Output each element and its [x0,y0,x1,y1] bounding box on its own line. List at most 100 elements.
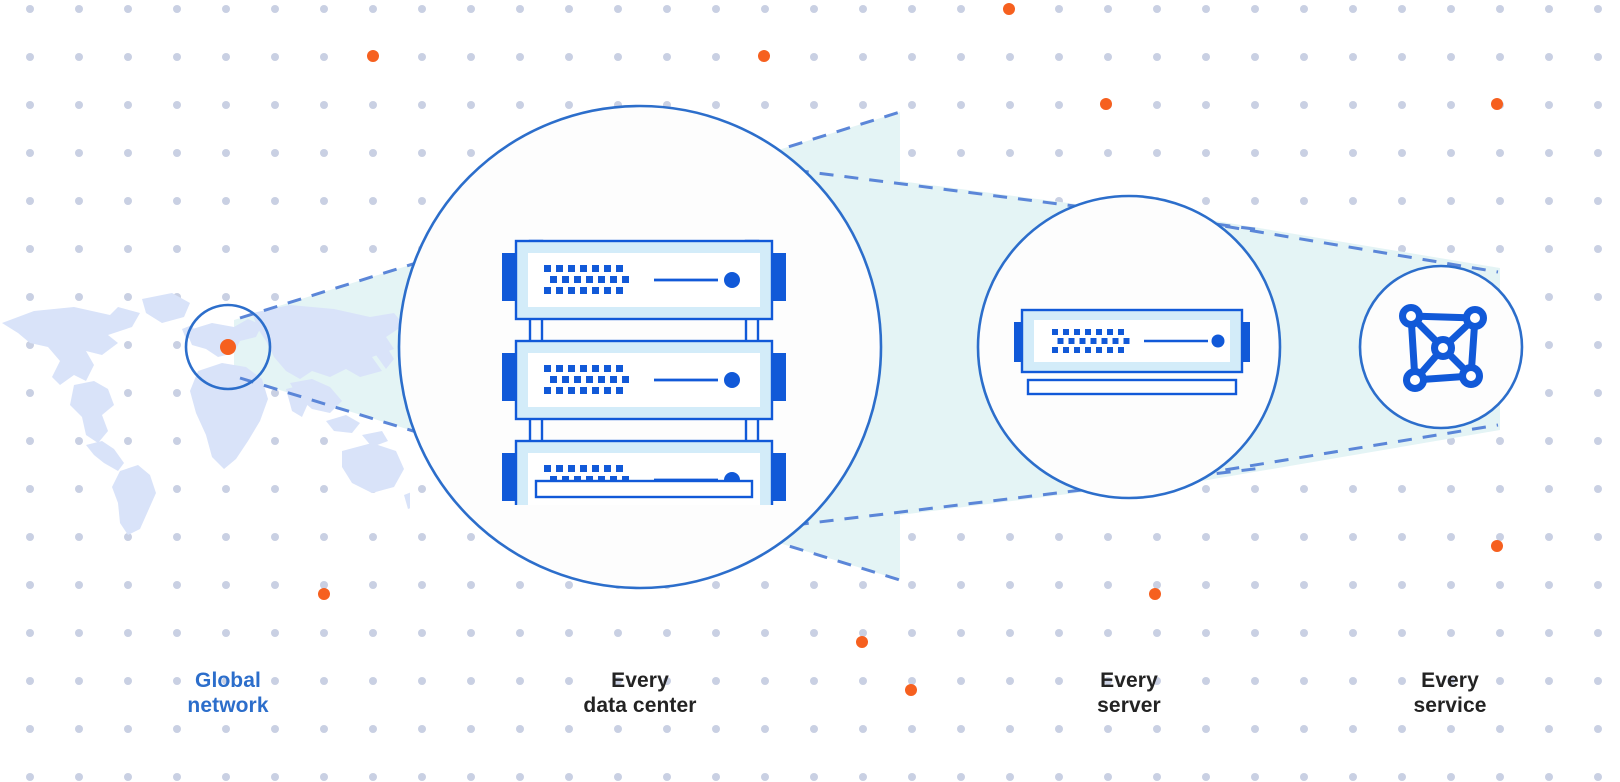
grid-dot [663,677,671,685]
grid-dot [1104,773,1112,781]
grid-dot [908,101,916,109]
grid-dot [1545,677,1553,685]
vent-dot [1057,338,1064,344]
vent-dot [544,287,551,294]
grid-dot [908,629,916,637]
grid-dot [75,53,83,61]
network-node-center [1431,336,1455,360]
vent-dot [1074,347,1080,353]
vent-dot [568,387,575,394]
grid-dot [957,773,965,781]
grid-dot [418,149,426,157]
grid-dot [663,5,671,13]
grid-dot [810,677,818,685]
grid-dot [369,197,377,205]
grid-dot [1153,533,1161,541]
grid-dot [320,629,328,637]
grid-dot [124,293,132,301]
vent-dot [604,365,611,372]
grid-dot [222,149,230,157]
grid-dot [957,725,965,733]
grid-dot [271,245,279,253]
grid-dot [565,677,573,685]
grid-dot [173,5,181,13]
grid-dot [271,149,279,157]
grid-dot [565,581,573,589]
grid-dot [859,581,867,589]
grid-dot [565,773,573,781]
grid-dot [1447,629,1455,637]
grid-dot [1594,725,1602,733]
grid-dot [761,677,769,685]
grid-dot [26,437,34,445]
grid-dot [810,101,818,109]
grid-dot [173,725,181,733]
vent-dot [1096,329,1102,335]
grid-dot [516,773,524,781]
grid-dot [467,53,475,61]
grid-dot [271,725,279,733]
grid-dot [271,629,279,637]
grid-dot [1496,485,1504,493]
grid-dot [1104,533,1112,541]
grid-dot [614,629,622,637]
vent-dot [592,387,599,394]
grid-dot [124,341,132,349]
vent-dot [580,465,587,472]
vent-dot [598,276,605,283]
grid-dot [26,149,34,157]
grid-dot [26,101,34,109]
grid-dot [222,677,230,685]
grid-dot [1006,677,1014,685]
grid-dot [1545,101,1553,109]
grid-dot [1202,149,1210,157]
grid-dot [1202,53,1210,61]
grid-dot [1251,773,1259,781]
grid-dot [1202,677,1210,685]
grid-dot [1594,293,1602,301]
grid-dot [1202,725,1210,733]
grid-dot [271,437,279,445]
vent-dot [568,287,575,294]
vent-dot [592,265,599,272]
grid-dot [75,725,83,733]
grid-dot [1349,101,1357,109]
vent-dot [592,287,599,294]
grid-dot [1055,53,1063,61]
rack-base-plate [534,479,754,499]
grid-dot [663,53,671,61]
grid-dot [222,5,230,13]
grid-dot [320,773,328,781]
grid-dot [467,677,475,685]
grid-dot [26,677,34,685]
grid-dot [614,773,622,781]
grid-dot [467,773,475,781]
grid-dot [1300,149,1308,157]
grid-dot [1300,677,1308,685]
grid-dot [1398,5,1406,13]
grid-dot [957,149,965,157]
grid-dot [26,389,34,397]
grid-dot [810,725,818,733]
vent-dot [604,465,611,472]
grid-dot [1349,5,1357,13]
grid-dot [26,581,34,589]
grid-dot [75,197,83,205]
vent-dot [580,365,587,372]
grid-dot [1104,5,1112,13]
grid-dot [1398,581,1406,589]
grid-dot [565,53,573,61]
grid-dot [1447,533,1455,541]
grid-dot [26,773,34,781]
grid-dot [712,101,720,109]
grid-dot [1545,389,1553,397]
vent-dot [1068,338,1075,344]
grid-dot [222,773,230,781]
grid-dot [1594,533,1602,541]
grid-dot [761,629,769,637]
grid-dot [1300,5,1308,13]
lens-ring-service [1358,264,1524,430]
grid-dot [1104,53,1112,61]
grid-dot [124,773,132,781]
grid-dot [271,293,279,301]
